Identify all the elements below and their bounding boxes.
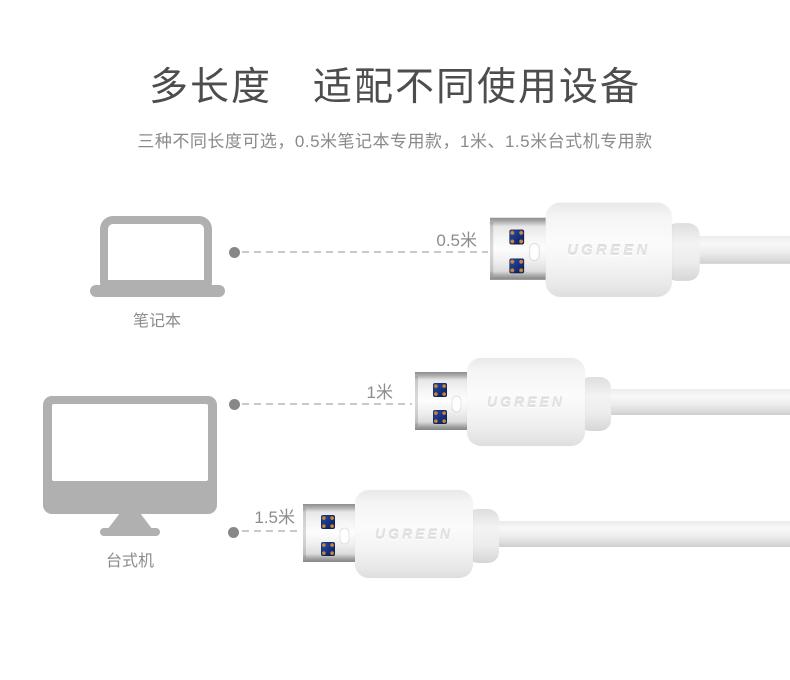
leader-dot xyxy=(229,399,240,410)
leader-dot xyxy=(229,247,240,258)
usb-plug-metal xyxy=(303,504,359,562)
laptop-label: 笔记本 xyxy=(132,313,181,330)
usb-pin-icon xyxy=(433,383,447,397)
brand-text: UGREEN xyxy=(567,241,651,259)
dashed-line xyxy=(242,530,300,532)
cable-wire xyxy=(600,389,790,415)
usb-cable-0-5m: UGREEN xyxy=(490,202,790,301)
usb-cable-1m: UGREEN xyxy=(415,358,790,450)
usb-pin-icon xyxy=(509,258,525,274)
usb-plug-metal xyxy=(415,372,471,430)
cable-housing: UGREEN xyxy=(467,358,585,446)
section-subtitle: 三种不同长度可选，0.5米笔记本专用款，1米、1.5米台式机专用款 xyxy=(137,132,653,151)
cable-housing: UGREEN xyxy=(545,202,672,297)
cable-housing: UGREEN xyxy=(355,490,473,578)
cable-wire xyxy=(687,235,790,264)
usb-plug-metal xyxy=(490,217,550,280)
usb-slot-icon xyxy=(340,528,349,544)
usb-pin-icon xyxy=(321,542,335,556)
leader-dot xyxy=(228,527,239,538)
dashed-line xyxy=(242,251,488,253)
cable-wire xyxy=(488,521,790,547)
usb-cable-1-5m: UGREEN xyxy=(303,490,790,582)
monitor-stand-icon xyxy=(107,512,153,530)
brand-text: UGREEN xyxy=(375,526,453,542)
usb-pin-icon xyxy=(433,410,447,424)
brand-text: UGREEN xyxy=(487,394,565,410)
laptop-base-icon xyxy=(90,285,225,297)
desktop-label: 台式机 xyxy=(105,553,154,570)
desktop-monitor-icon xyxy=(43,396,217,514)
monitor-base-icon xyxy=(100,528,160,536)
usb-pin-icon xyxy=(509,229,525,245)
length-label-0-5m: 0.5米 xyxy=(436,231,477,250)
dashed-line xyxy=(242,403,412,405)
usb-slot-icon xyxy=(452,396,461,412)
length-label-1m: 1米 xyxy=(366,383,393,402)
monitor-screen xyxy=(52,404,208,481)
length-label-1-5m: 1.5米 xyxy=(254,508,295,527)
usb-pin-icon xyxy=(321,515,335,529)
section-title: 多长度 适配不同使用设备 xyxy=(148,66,641,109)
usb-slot-icon xyxy=(529,243,540,261)
laptop-icon xyxy=(100,216,212,288)
